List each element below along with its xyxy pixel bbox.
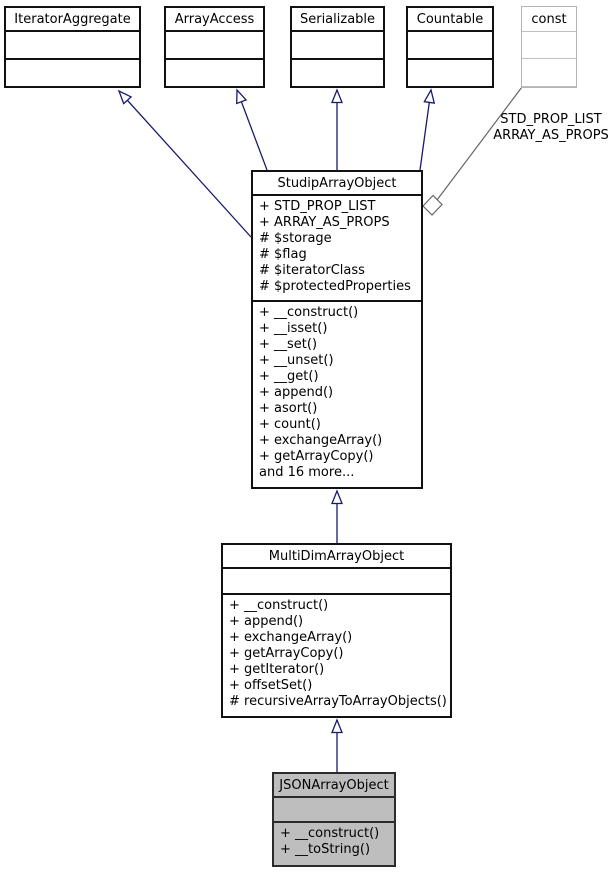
class-node-iteratoraggregate[interactable]: IteratorAggregate	[4, 6, 141, 88]
class-title: Countable	[408, 8, 492, 32]
attributes-compartment	[522, 32, 576, 59]
member-row: + exchangeArray()	[259, 433, 383, 448]
member-row: + getArrayCopy()	[259, 449, 374, 464]
member-row: + getIterator()	[229, 662, 325, 677]
member-row: + exchangeArray()	[229, 630, 353, 645]
methods-compartment: + __construct()+ __toString()	[274, 823, 394, 865]
class-node-countable[interactable]: Countable	[406, 6, 494, 88]
member-row: # recursiveArrayToArrayObjects()	[229, 694, 447, 709]
member-row: + count()	[259, 417, 321, 432]
member-row: + __construct()	[280, 826, 380, 841]
methods-compartment: + __construct()+ __isset()+ __set()+ __u…	[253, 302, 421, 487]
member-row: and 16 more...	[259, 465, 355, 480]
usage-label-line2: ARRAY_AS_PROPS	[493, 128, 609, 143]
class-node-jsonarrayobject[interactable]: JSONArrayObject + __construct()+ __toStr…	[272, 772, 396, 867]
class-title: StudipArrayObject	[253, 172, 421, 196]
class-title: ArrayAccess	[166, 8, 263, 32]
member-row: # $iteratorClass	[259, 263, 365, 278]
aggregation-diamond	[422, 194, 443, 216]
methods-compartment	[522, 59, 576, 87]
member-row: + asort()	[259, 401, 318, 416]
attributes-compartment	[6, 32, 139, 60]
member-row: + append()	[259, 385, 334, 400]
attributes-compartment	[166, 32, 263, 60]
attributes-compartment: + STD_PROP_LIST+ ARRAY_AS_PROPS# $storag…	[253, 196, 421, 302]
member-row: + __set()	[259, 337, 318, 352]
member-row: + getArrayCopy()	[229, 646, 344, 661]
methods-compartment	[166, 60, 263, 86]
class-title: MultiDimArrayObject	[223, 545, 450, 569]
member-row: + __construct()	[259, 305, 359, 320]
class-title: JSONArrayObject	[274, 774, 394, 798]
member-row: + ARRAY_AS_PROPS	[259, 215, 390, 230]
attributes-compartment	[223, 569, 450, 595]
class-node-serializable[interactable]: Serializable	[290, 6, 385, 88]
member-row: # $protectedProperties	[259, 279, 411, 294]
edge-inheritance-arrayaccess	[236, 88, 268, 171]
edge-inheritance-countable	[419, 88, 436, 171]
class-title: IteratorAggregate	[6, 8, 139, 32]
member-row: + __get()	[259, 369, 319, 384]
edge-inheritance-iteratoraggregate	[117, 89, 252, 238]
methods-compartment	[292, 60, 383, 86]
member-row: + __toString()	[280, 842, 371, 857]
member-row: + __construct()	[229, 598, 329, 613]
methods-compartment	[408, 60, 492, 86]
member-row: + __unset()	[259, 353, 334, 368]
usage-edge-label: STD_PROP_LIST ARRAY_AS_PROPS	[490, 112, 612, 144]
class-title: Serializable	[292, 8, 383, 32]
member-row: + append()	[229, 614, 304, 629]
attributes-compartment	[292, 32, 383, 60]
member-row: + STD_PROP_LIST	[259, 199, 376, 214]
member-row: # $flag	[259, 247, 307, 262]
const-node-title: const	[522, 7, 576, 32]
class-node-multidimarrayobject[interactable]: MultiDimArrayObject + __construct()+ app…	[221, 543, 452, 718]
class-node-arrayaccess[interactable]: ArrayAccess	[164, 6, 265, 88]
member-row: # $storage	[259, 231, 332, 246]
member-row: + __isset()	[259, 321, 328, 336]
attributes-compartment	[408, 32, 492, 60]
attributes-compartment	[274, 798, 394, 823]
class-node-studiparrayobject[interactable]: StudipArrayObject + STD_PROP_LIST+ ARRAY…	[251, 170, 423, 489]
const-node: const	[521, 6, 577, 88]
member-row: + offsetSet()	[229, 678, 313, 693]
usage-label-line1: STD_PROP_LIST	[500, 112, 602, 127]
methods-compartment	[6, 60, 139, 86]
methods-compartment: + __construct()+ append()+ exchangeArray…	[223, 595, 450, 716]
